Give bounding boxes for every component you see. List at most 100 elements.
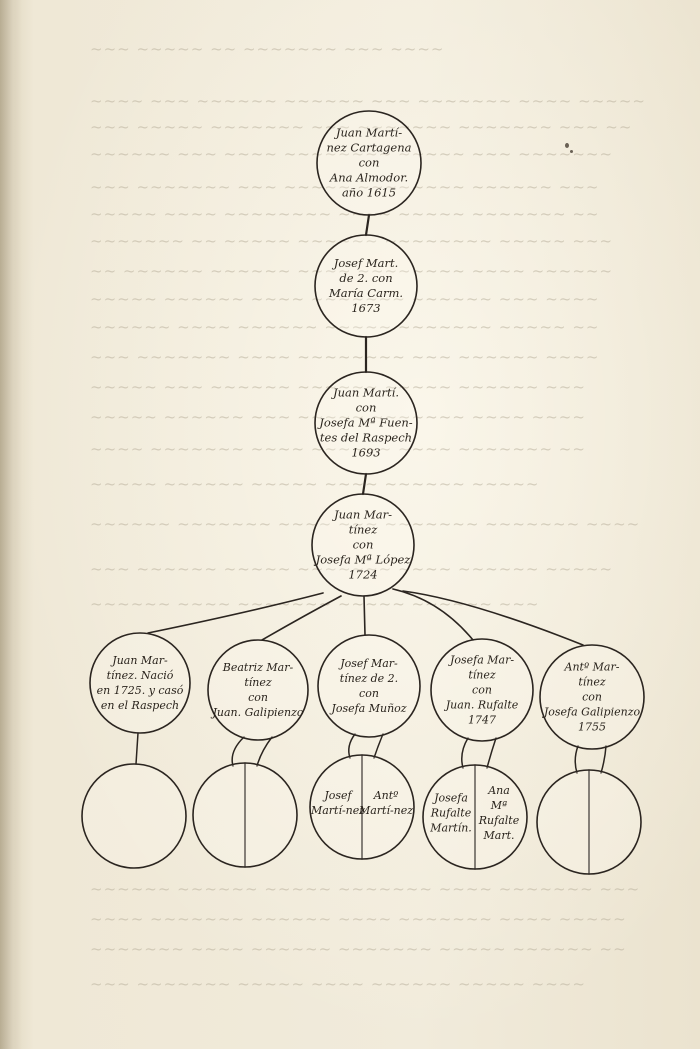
faded-background-writing: ~~~ ~~~~~~~ ~~~ ~~~~~ ~~~~~~~~ ~~~~~~ ~~… (90, 178, 600, 196)
half-label-line: Martín. (430, 821, 472, 835)
descendant-node (81, 763, 187, 869)
ancestry-connector (361, 472, 368, 496)
faded-background-writing: ~~~~~~ ~~~~~~~ ~~~~ ~~~ ~~~~~~~ ~~~~~~~ … (90, 515, 641, 533)
generation-node (316, 110, 422, 216)
half-label-line: Rufalte (430, 806, 472, 820)
faded-background-writing: ~~~~~~~ ~~ ~~~~~ ~~~~~~ ~~~~~~~~ ~~~~~ ~… (90, 232, 614, 250)
tree-nodes (81, 110, 645, 875)
node-label-line: Juan Mar- (334, 507, 392, 522)
generation-node (314, 234, 418, 338)
node-label-line: 1693 (351, 445, 381, 460)
ink-spot (565, 143, 569, 148)
half-label-line: Josefa (434, 791, 468, 805)
faded-background-writing: ~~~~~~ ~~~ ~~~~ ~~~~~~~~ ~~~~~ ~~~ ~~~~~… (90, 145, 614, 163)
child-node (430, 638, 534, 742)
node-label-line: tínez (468, 668, 496, 682)
node-label-line: Juan Martí- (335, 125, 403, 140)
node-label-line: Josefa Galipienzo (543, 705, 641, 719)
page-binding-edge (0, 0, 22, 1049)
descendant-connector (135, 732, 139, 765)
node-label-line: 1673 (351, 301, 381, 315)
half-label-line: Mart. (483, 829, 515, 842)
descendant-node (309, 754, 415, 860)
faded-background-writing: ~~~~~ ~~~~~~ ~~~~~ ~~~~ ~~~~~~ ~~~~~ (90, 475, 540, 493)
faded-background-writing: ~~~~~ ~~~~~~ ~~~~ ~~~~~~~ ~~~~~~ ~~~ ~~~… (90, 290, 600, 308)
branch-connector (392, 588, 474, 641)
faded-background-writing: ~~~~~ ~~~~ ~~~~~~~~ ~~~~ ~~~~~ ~~~~~~~ ~… (90, 205, 600, 223)
tree-edges (135, 213, 607, 875)
child-node (539, 644, 645, 750)
descendant-connector (574, 745, 579, 774)
node-label-line: Antº Mar- (564, 660, 620, 674)
faded-background-writing: ~~~~~ ~~~ ~~~~~~ ~~~~~~ ~~~~~ ~~~~~~ ~~~ (90, 378, 586, 396)
node-label-line: Juan Martí. (332, 385, 400, 400)
node-label-line: con (472, 683, 492, 697)
faded-background-writing: ~~~~~~ ~~~~~~ ~~~~~ ~~~~~~~ ~~~~ ~~~~~~~… (90, 880, 641, 898)
faded-background-writing: ~~~~ ~~~ ~~~~~~ ~~~~~~ ~~~ ~~~~~~~ ~~~~ … (90, 92, 646, 110)
node-label-line: Ana Almodor. (329, 170, 409, 185)
descendant-node (536, 769, 642, 875)
child-node (89, 632, 191, 734)
half-label-line: Antº (373, 789, 399, 802)
faded-background-writing: ~~~~~~ ~~~~ ~~~~~~~ ~~~~~ ~~~~~~ ~~~ (90, 595, 540, 613)
node-label-line: nez Cartagena (326, 140, 412, 155)
node-label-line: tínez (348, 522, 378, 537)
half-label-line: Martí-nez (358, 804, 414, 817)
ink-spot (570, 150, 573, 153)
half-label-line: Ana (488, 784, 510, 797)
half-label-line: Mª (490, 799, 508, 812)
descendant-connector (486, 737, 497, 769)
node-label-line: en el Raspech (100, 699, 180, 712)
faded-background-writing: ~~ ~~~~~~ ~~~~~~ ~~~~ ~~~~~~~~ ~~~~ ~~~~… (90, 262, 614, 280)
faded-background-writing: ~~~~~ ~~~~~~ ~~~ ~~~~~ ~~~~~~~ ~~~~ ~~~~ (90, 408, 586, 426)
node-label-line: Josefa Mar- (449, 653, 515, 667)
faded-background-writing: ~~~~~~~ ~~~~ ~~~~~~ ~~~~~~~ ~~~~~ ~~~~~~… (90, 940, 627, 958)
node-label-line: Josef Mart. (333, 256, 399, 270)
node-label-line: tes del Raspech (319, 430, 413, 445)
ancestry-connector (364, 213, 371, 237)
half-label-line: Josef (324, 789, 352, 802)
node-label-line: con (358, 155, 380, 170)
node-label-line: con (582, 690, 602, 704)
faded-background-writing: ~~~~~~ ~~~~ ~~~~~~ ~~~~~ ~~~~~~~ ~~~~~ ~… (90, 318, 600, 336)
node-label-line: con (355, 400, 377, 415)
node-label-line: 1724 (348, 567, 378, 582)
branch-connector (261, 595, 342, 641)
descendant-node (192, 762, 298, 868)
descendant-connector (600, 745, 607, 774)
faded-background-writing: ~~~ ~~~~~ ~~ ~~~~~~~ ~~~ ~~~~ (90, 40, 445, 58)
branch-connector (147, 592, 324, 634)
node-label-line: año 1615 (341, 185, 397, 200)
descendant-connector (348, 733, 356, 759)
node-label-line: María Carm. (328, 286, 404, 300)
node-label-line: de 2. con (339, 271, 393, 285)
node-label-line: Juan. Galipienzo (212, 706, 304, 719)
node-label-line: Juan. Rufalte (445, 698, 519, 712)
node-label-line: 1747 (467, 713, 496, 727)
node-label-line: con (248, 691, 268, 704)
half-label-line: Rufalte (478, 814, 520, 827)
node-label-line: tínez de 2. (339, 672, 399, 685)
descendant-connector (231, 736, 245, 767)
node-label-line: 1755 (578, 720, 606, 734)
node-label-line: Josefa Mª Fuen- (319, 415, 413, 430)
faded-background-writing: ~~~ ~~~~~~~ ~~~~ ~~~~~~~~ ~~~ ~~~~~~ ~~~… (90, 348, 600, 366)
node-label-line: tínez (578, 675, 606, 689)
faded-background-writing: ~~~ ~~~~~~ ~~~~~ ~~~~~~~ ~~~~ ~~~~~~ ~~~… (90, 560, 614, 578)
node-label-line: con (352, 537, 374, 552)
descendant-node (422, 764, 528, 870)
node-label-line: Josefa Mª López (315, 552, 411, 567)
branch-connector (402, 590, 584, 646)
